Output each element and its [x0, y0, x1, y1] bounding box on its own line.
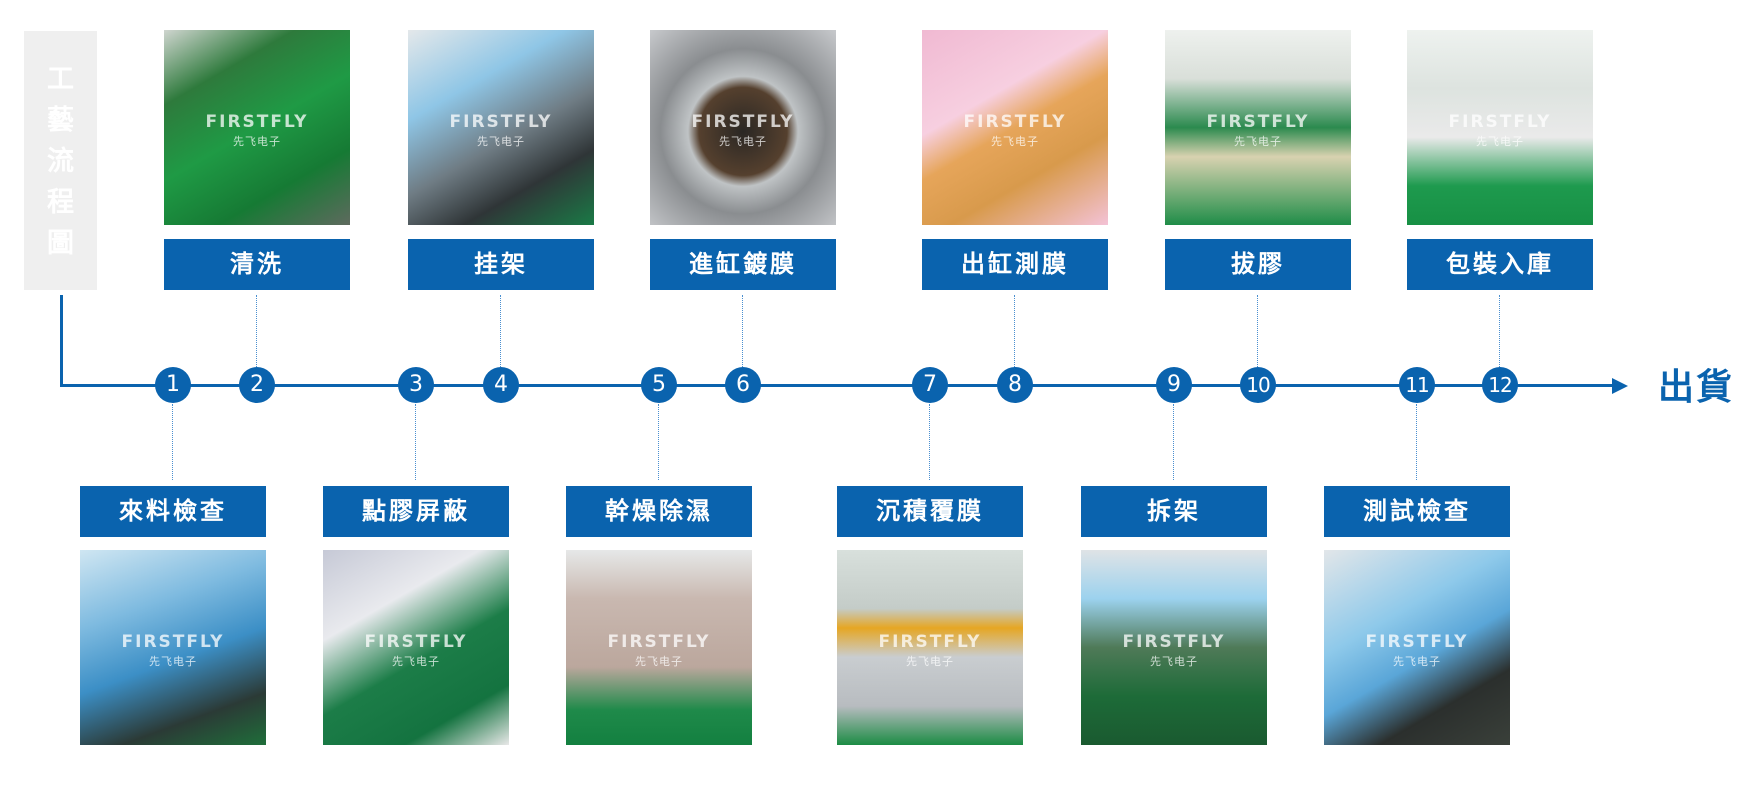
title-char: 流 — [47, 146, 74, 177]
watermark-brand: FIRSTFLY — [878, 631, 982, 652]
timeline-line — [60, 384, 1620, 387]
arrow-right-icon — [1612, 378, 1628, 394]
step-photo: FIRSTFLY 先飞电子 — [837, 550, 1023, 745]
step-number-badge: 2 — [239, 367, 275, 403]
step-photo: FIRSTFLY 先飞电子 — [80, 550, 266, 745]
watermark: FIRSTFLY 先飞电子 — [922, 112, 1108, 152]
watermark-sub: 先飞电子 — [635, 654, 683, 668]
watermark: FIRSTFLY 先飞电子 — [1165, 112, 1351, 152]
step-connector — [1416, 404, 1417, 480]
step-photo: FIRSTFLY 先飞电子 — [922, 30, 1108, 225]
title-char: 工 — [47, 64, 74, 95]
step-label: 清洗 — [164, 239, 350, 290]
watermark-brand: FIRSTFLY — [607, 631, 711, 652]
step-connector — [1173, 404, 1174, 480]
step-label: 出缸測膜 — [922, 239, 1108, 290]
watermark: FIRSTFLY 先飞电子 — [837, 632, 1023, 672]
title-char: 藝 — [47, 105, 74, 136]
step-number-badge: 5 — [641, 367, 677, 403]
step-connector — [742, 295, 743, 367]
step-label: 測試檢查 — [1324, 486, 1510, 537]
step-photo: FIRSTFLY 先飞电子 — [1165, 30, 1351, 225]
title-char: 程 — [47, 187, 74, 218]
end-label: 出貨 — [1658, 367, 1735, 408]
step-number-badge: 12 — [1482, 367, 1518, 403]
watermark-brand: FIRSTFLY — [121, 631, 225, 652]
step-label: 進缸鍍膜 — [650, 239, 836, 290]
step-number-badge: 10 — [1240, 367, 1276, 403]
step-label: 包裝入庫 — [1407, 239, 1593, 290]
step-number-badge: 1 — [155, 367, 191, 403]
watermark-brand: FIRSTFLY — [449, 111, 553, 132]
step-photo: FIRSTFLY 先飞电子 — [408, 30, 594, 225]
watermark-sub: 先飞电子 — [1393, 654, 1441, 668]
step-label: 拆架 — [1081, 486, 1267, 537]
watermark-sub: 先飞电子 — [1234, 134, 1282, 148]
watermark: FIRSTFLY 先飞电子 — [164, 112, 350, 152]
watermark-sub: 先飞电子 — [477, 134, 525, 148]
step-connector — [415, 404, 416, 480]
watermark: FIRSTFLY 先飞电子 — [323, 632, 509, 672]
step-connector — [1014, 295, 1015, 367]
watermark-brand: FIRSTFLY — [691, 111, 795, 132]
step-photo: FIRSTFLY 先飞电子 — [1324, 550, 1510, 745]
watermark-sub: 先飞电子 — [1476, 134, 1524, 148]
step-number-badge: 7 — [912, 367, 948, 403]
step-number-badge: 4 — [483, 367, 519, 403]
watermark: FIRSTFLY 先飞电子 — [80, 632, 266, 672]
step-number-badge: 3 — [398, 367, 434, 403]
watermark: FIRSTFLY 先飞电子 — [1324, 632, 1510, 672]
step-connector — [172, 404, 173, 480]
step-number-badge: 11 — [1399, 367, 1435, 403]
step-number-badge: 9 — [1156, 367, 1192, 403]
step-photo: FIRSTFLY 先飞电子 — [164, 30, 350, 225]
title-char: 圖 — [47, 228, 74, 259]
step-label: 來料檢查 — [80, 486, 266, 537]
watermark-sub: 先飞电子 — [149, 654, 197, 668]
step-connector — [256, 295, 257, 367]
step-connector — [1257, 295, 1258, 367]
watermark-sub: 先飞电子 — [1150, 654, 1198, 668]
watermark-sub: 先飞电子 — [392, 654, 440, 668]
watermark-sub: 先飞电子 — [991, 134, 1039, 148]
timeline-start-line — [60, 295, 63, 387]
step-connector — [500, 295, 501, 367]
step-photo: FIRSTFLY 先飞电子 — [1081, 550, 1267, 745]
step-label: 沉積覆膜 — [837, 486, 1023, 537]
step-connector — [929, 404, 930, 480]
title-box: 工 藝 流 程 圖 — [24, 31, 97, 290]
step-photo: FIRSTFLY 先飞电子 — [323, 550, 509, 745]
step-label: 幹燥除濕 — [566, 486, 752, 537]
watermark-sub: 先飞电子 — [906, 654, 954, 668]
watermark-sub: 先飞电子 — [719, 134, 767, 148]
watermark: FIRSTFLY 先飞电子 — [1081, 632, 1267, 672]
step-photo: FIRSTFLY 先飞电子 — [1407, 30, 1593, 225]
watermark: FIRSTFLY 先飞电子 — [650, 112, 836, 152]
step-connector — [1499, 295, 1500, 367]
watermark-brand: FIRSTFLY — [1206, 111, 1310, 132]
step-number-badge: 6 — [725, 367, 761, 403]
watermark: FIRSTFLY 先飞电子 — [408, 112, 594, 152]
step-label: 拔膠 — [1165, 239, 1351, 290]
watermark: FIRSTFLY 先飞电子 — [566, 632, 752, 672]
step-label: 挂架 — [408, 239, 594, 290]
watermark-brand: FIRSTFLY — [1448, 111, 1552, 132]
step-connector — [658, 404, 659, 480]
watermark-brand: FIRSTFLY — [1365, 631, 1469, 652]
step-photo: FIRSTFLY 先飞电子 — [650, 30, 836, 225]
watermark-brand: FIRSTFLY — [364, 631, 468, 652]
step-photo: FIRSTFLY 先飞电子 — [566, 550, 752, 745]
step-label: 點膠屏蔽 — [323, 486, 509, 537]
watermark-sub: 先飞电子 — [233, 134, 281, 148]
watermark: FIRSTFLY 先飞电子 — [1407, 112, 1593, 152]
step-number-badge: 8 — [997, 367, 1033, 403]
watermark-brand: FIRSTFLY — [205, 111, 309, 132]
watermark-brand: FIRSTFLY — [1122, 631, 1226, 652]
watermark-brand: FIRSTFLY — [963, 111, 1067, 132]
